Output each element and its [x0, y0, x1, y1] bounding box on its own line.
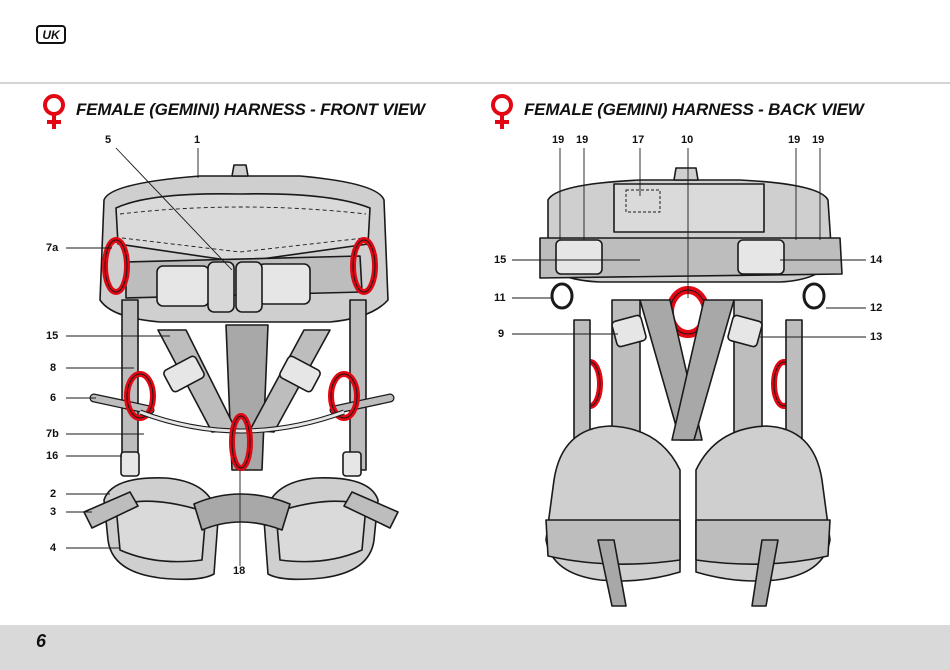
callout-19: 19	[576, 134, 589, 146]
callout-9: 9	[498, 328, 505, 340]
callout-19: 19	[788, 134, 801, 146]
callout-8: 8	[50, 362, 57, 374]
language-badge: UK	[36, 25, 66, 44]
female-symbol-icon	[43, 94, 65, 129]
callout-7b: 7b	[46, 428, 59, 440]
callout-14: 14	[870, 254, 883, 266]
callout-15: 15	[494, 254, 507, 266]
callout-6: 6	[50, 392, 57, 404]
callout-10: 10	[681, 134, 694, 146]
callout-19: 19	[812, 134, 825, 146]
callout-3: 3	[50, 506, 57, 518]
callout-16: 16	[46, 450, 59, 462]
front-view-title: FEMALE (GEMINI) HARNESS - FRONT VIEW	[76, 100, 425, 119]
callout-5: 5	[105, 134, 112, 146]
front-harness-illustration	[83, 164, 399, 581]
back-view-title: FEMALE (GEMINI) HARNESS - BACK VIEW	[524, 100, 864, 119]
callout-18: 18	[233, 565, 246, 577]
callout-4: 4	[50, 542, 57, 554]
callout-17: 17	[632, 134, 645, 146]
back-harness-illustration	[539, 167, 843, 607]
callout-19: 19	[552, 134, 565, 146]
harness-diagrams	[66, 147, 866, 607]
callout-15: 15	[46, 330, 59, 342]
page-number: 6	[36, 631, 47, 651]
footer-bar	[0, 625, 950, 670]
header-divider	[0, 82, 950, 84]
callout-7a: 7a	[46, 242, 59, 254]
callout-1: 1	[194, 134, 201, 146]
female-symbol-icon	[491, 94, 513, 129]
callout-11: 11	[494, 292, 506, 304]
callout-12: 12	[870, 302, 883, 314]
callout-2: 2	[50, 488, 57, 500]
callout-13: 13	[870, 331, 883, 343]
